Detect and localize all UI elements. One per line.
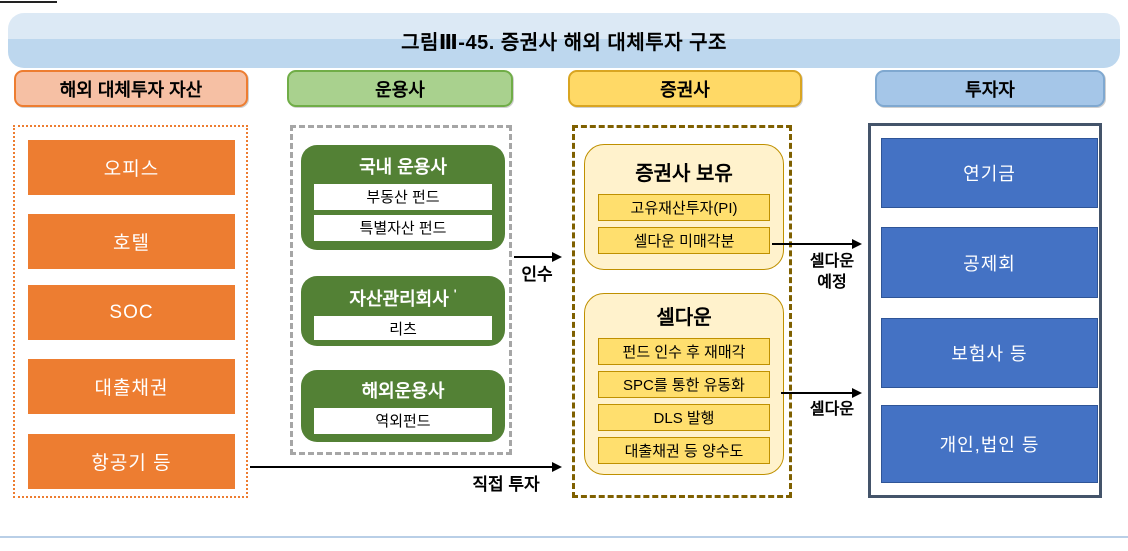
group-item: 펀드 인수 후 재매각 (598, 338, 770, 365)
group-item: SPC를 통한 유동화 (598, 371, 770, 398)
selldown-planned-arrow-line (772, 243, 852, 245)
crop-artifact-line (0, 1, 57, 3)
group-item: 부동산 펀드 (314, 183, 492, 210)
asset-box-hotel: 호텔 (28, 214, 235, 269)
selldown-arrow-line (781, 392, 852, 394)
manager-group-amc: 자산관리회사' 리츠 (301, 276, 505, 346)
group-item: 셀다운 미매각분 (598, 227, 770, 254)
column-header-investors: 투자자 (875, 70, 1105, 107)
figure-title-bar: 그림Ⅲ-45. 증권사 해외 대체투자 구조 (8, 13, 1120, 68)
managers-container: 국내 운용사 부동산 펀드 특별자산 펀드 자산관리회사' 리츠 해외운용사 역… (290, 125, 512, 455)
investor-box-insurer: 보험사 등 (881, 318, 1098, 388)
selldown-planned-arrow-head (852, 239, 862, 249)
asset-box-loans: 대출채권 (28, 359, 235, 414)
investors-container: 연기금 공제회 보험사 등 개인,법인 등 (868, 123, 1102, 498)
column-header-securities: 증권사 (568, 70, 802, 107)
group-item: 리츠 (314, 316, 492, 340)
securities-container: 증권사 보유 고유재산투자(PI) 셀다운 미매각분 셀다운 펀드 인수 후 재… (572, 125, 792, 498)
investor-box-mutualaid: 공제회 (881, 227, 1098, 298)
acquire-arrow-head (552, 252, 562, 262)
column-header-label: 증권사 (660, 79, 710, 100)
selldown-arrow-head (852, 388, 862, 398)
assets-container: 오피스 호텔 SOC 대출채권 항공기 등 (13, 125, 248, 498)
group-item: 고유재산투자(PI) (598, 194, 770, 221)
group-title: 국내 운용사 (359, 156, 447, 177)
asset-box-office: 오피스 (28, 140, 235, 195)
direct-invest-arrow-label: 직접 투자 (472, 475, 540, 494)
acquire-arrow-line (514, 256, 552, 258)
group-title: 증권사 보유 (635, 163, 733, 185)
securities-group-selldown: 셀다운 펀드 인수 후 재매각 SPC를 통한 유동화 DLS 발행 대출채권 … (584, 293, 784, 475)
column-header-label: 투자자 (965, 79, 1015, 100)
manager-group-overseas: 해외운용사 역외펀드 (301, 370, 505, 442)
group-item: 특별자산 펀드 (314, 214, 492, 241)
investor-box-retail: 개인,법인 등 (881, 405, 1098, 483)
column-header-label: 운용사 (375, 79, 425, 100)
group-item: 대출채권 등 양수도 (598, 437, 770, 464)
figure-title: 그림Ⅲ-45. 증권사 해외 대체투자 구조 (401, 32, 727, 54)
stray-tick-mark: ' (453, 287, 457, 301)
bottom-divider-rule (0, 536, 1128, 538)
investor-box-pension: 연기금 (881, 138, 1098, 208)
direct-invest-arrow-line (250, 466, 552, 468)
acquire-arrow-label: 인수 (521, 265, 553, 284)
direct-invest-arrow-head (552, 462, 562, 472)
column-header-label: 해외 대체투자 자산 (59, 79, 203, 100)
securities-group-holding: 증권사 보유 고유재산투자(PI) 셀다운 미매각분 (584, 144, 784, 270)
asset-box-aircraft: 항공기 등 (28, 434, 235, 489)
group-title: 자산관리회사' (349, 287, 457, 309)
asset-box-soc: SOC (28, 285, 235, 340)
column-header-managers: 운용사 (287, 70, 513, 107)
group-title: 해외운용사 (361, 380, 445, 401)
group-title: 셀다운 (656, 307, 712, 329)
selldown-arrow-label: 셀다운 (809, 401, 855, 418)
group-item: 역외펀드 (314, 407, 492, 434)
manager-group-domestic: 국내 운용사 부동산 펀드 특별자산 펀드 (301, 145, 505, 250)
column-header-assets: 해외 대체투자 자산 (14, 70, 248, 107)
selldown-planned-arrow-label: 셀다운 예정 (809, 253, 855, 291)
group-item: DLS 발행 (598, 404, 770, 431)
